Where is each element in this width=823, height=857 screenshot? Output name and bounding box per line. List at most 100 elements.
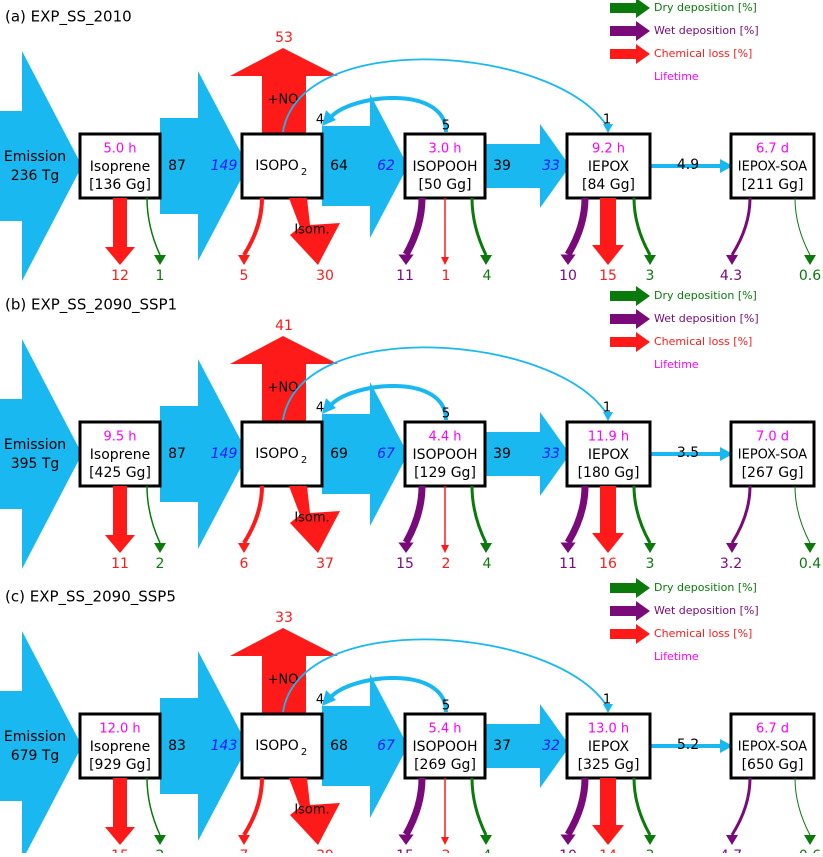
burden-value: [325 Gg] (578, 757, 640, 773)
flow-arrow-isoprene-isopo2 (160, 359, 248, 549)
emission-value: 679 Tg (11, 748, 60, 764)
arc-isopooh-isopo2-head (322, 690, 336, 706)
flow-value-iepox-soa: 5.2 (677, 737, 699, 753)
legend-arrow (610, 624, 650, 644)
legend-arrow (610, 332, 650, 352)
legend-label: Chemical loss [%] (654, 627, 752, 640)
no-label: +NO (268, 93, 299, 108)
isopo2-isom-arrow (289, 486, 340, 553)
isopooh-chem-loss-value: 1 (442, 268, 451, 284)
isopooh-chem-loss-head (441, 257, 449, 265)
species-label: IEPOX (588, 447, 630, 463)
burden-value: [84 Gg] (582, 177, 635, 193)
isopooh-wet-loss-arrow-shaft (402, 485, 426, 545)
flow-value-5: 5 (442, 119, 450, 134)
isopo2-isom-loss-value: 39 (316, 848, 334, 853)
iepox-wet-loss-arrow-head (560, 542, 576, 553)
legend-arrow (610, 601, 650, 621)
soa-dry-loss-arrow-head (804, 835, 816, 845)
burden-value: [50 Gg] (419, 177, 472, 193)
isoprene-chem-loss-value: 11 (111, 556, 129, 572)
soa-wet-loss-arrow-shaft (730, 777, 752, 836)
legend-label: Lifetime (654, 358, 699, 371)
arc-isopooh-isopo2 (328, 676, 448, 713)
species-label: IEPOX (588, 739, 630, 755)
burden-value: [129 Gg] (414, 465, 476, 481)
soa-dry-loss-arrow-shaft (794, 777, 811, 836)
emission-label: Emission (4, 437, 66, 453)
isoprene-chem-loss-arrow (105, 486, 135, 553)
iepox-wet-loss-arrow-head (560, 834, 576, 845)
lifetime-value: 12.0 h (99, 722, 140, 737)
isoprene-dry-loss-arrow-head (154, 835, 166, 845)
flow-arrow-isopo2-isopooh (322, 382, 408, 526)
arc-isopooh-isopo2 (328, 384, 448, 421)
isopo2-box (240, 420, 324, 488)
legend-label: Lifetime (654, 650, 699, 663)
isopooh-box (403, 712, 487, 780)
species-label: ISOPOOH (412, 159, 477, 175)
isoprene-dry-loss-value: 2 (156, 556, 165, 572)
emission-arrow (0, 631, 82, 857)
arc-isopo2-iepox-head (603, 704, 613, 713)
isoprene-dry-loss-arrow-shaft (146, 777, 161, 836)
species-label: IEPOX (588, 159, 630, 175)
isopooh-dry-loss-value: 4 (483, 556, 492, 572)
iepox-chem-loss-value: 16 (599, 556, 617, 572)
species-label: IEPOX-SOA (738, 448, 807, 463)
iepox-wet-loss-arrow-shaft (564, 485, 589, 545)
legend-label: Dry deposition [%] (654, 289, 757, 302)
flow-value-isoprene-out: 83 (168, 738, 186, 754)
emission-arrow (0, 339, 82, 569)
iepox-wet-loss-arrow-shaft (564, 777, 589, 837)
legend-label: Wet deposition [%] (654, 24, 759, 37)
lifetime-value: 11.9 h (588, 430, 629, 445)
no-arrow (230, 628, 338, 714)
no-arrow (230, 336, 338, 422)
burden-value: [650 Gg] (742, 757, 804, 773)
isoprene-box (78, 132, 162, 200)
flow-arrow-iepox-soa-head (720, 447, 733, 461)
isopo2-chem-loss-arrow-head (238, 543, 250, 553)
isopooh-dry-loss-value: 4 (483, 268, 492, 284)
burden-value: [180 Gg] (578, 465, 640, 481)
flow-arrow-iepox-soa-head (720, 739, 733, 753)
species-label: IEPOX-SOA (738, 160, 807, 175)
soa-wet-loss-arrow-head (726, 835, 738, 845)
flow-value-iepox-soa: 3.5 (677, 445, 699, 461)
arc-isopooh-isopo2-head (322, 110, 336, 126)
iepox-chem-loss-value: 15 (599, 268, 617, 284)
flow-value-isopooh-in: 67 (377, 738, 395, 754)
burden-value: [267 Gg] (742, 465, 804, 481)
flow-value-4: 4 (316, 693, 324, 708)
species-subscript: 2 (301, 455, 307, 466)
isopooh-dry-loss-arrow-shaft (470, 197, 488, 256)
iepox-soa-box (729, 712, 816, 780)
soa-dry-loss-arrow-shaft (794, 197, 811, 256)
species-label: ISOPOOH (412, 447, 477, 463)
flow-value-4: 4 (316, 113, 324, 128)
isopooh-wet-loss-arrow-shaft (402, 197, 426, 257)
species-subscript: 2 (301, 747, 307, 758)
soa-dry-loss-value: 0.6 (799, 268, 821, 284)
isopooh-box (403, 420, 487, 488)
isoprene-chem-loss-value: 12 (111, 268, 129, 284)
emission-value: 395 Tg (11, 456, 60, 472)
legend-label: Chemical loss [%] (654, 47, 752, 60)
legend-arrow (610, 286, 650, 306)
species-label: ISOPO (255, 446, 299, 462)
flow-arrow-isopooh-iepox (485, 412, 570, 496)
flow-value-iepox-in: 33 (542, 158, 560, 174)
isoprene-dry-loss-arrow-shaft (146, 197, 161, 256)
no-value: 53 (275, 30, 293, 46)
no-label: +NO (268, 673, 299, 688)
isopo2-chem-loss-value: 5 (240, 268, 249, 284)
isoprene-chem-loss-arrow (105, 778, 135, 845)
isopo2-chem-loss-arrow-shaft (242, 197, 264, 257)
emission-label: Emission (4, 149, 66, 165)
flow-value-isopo2-in: 149 (211, 446, 238, 462)
isoprene-chem-loss-arrow (105, 198, 135, 265)
iepox-soa-box (729, 420, 816, 488)
